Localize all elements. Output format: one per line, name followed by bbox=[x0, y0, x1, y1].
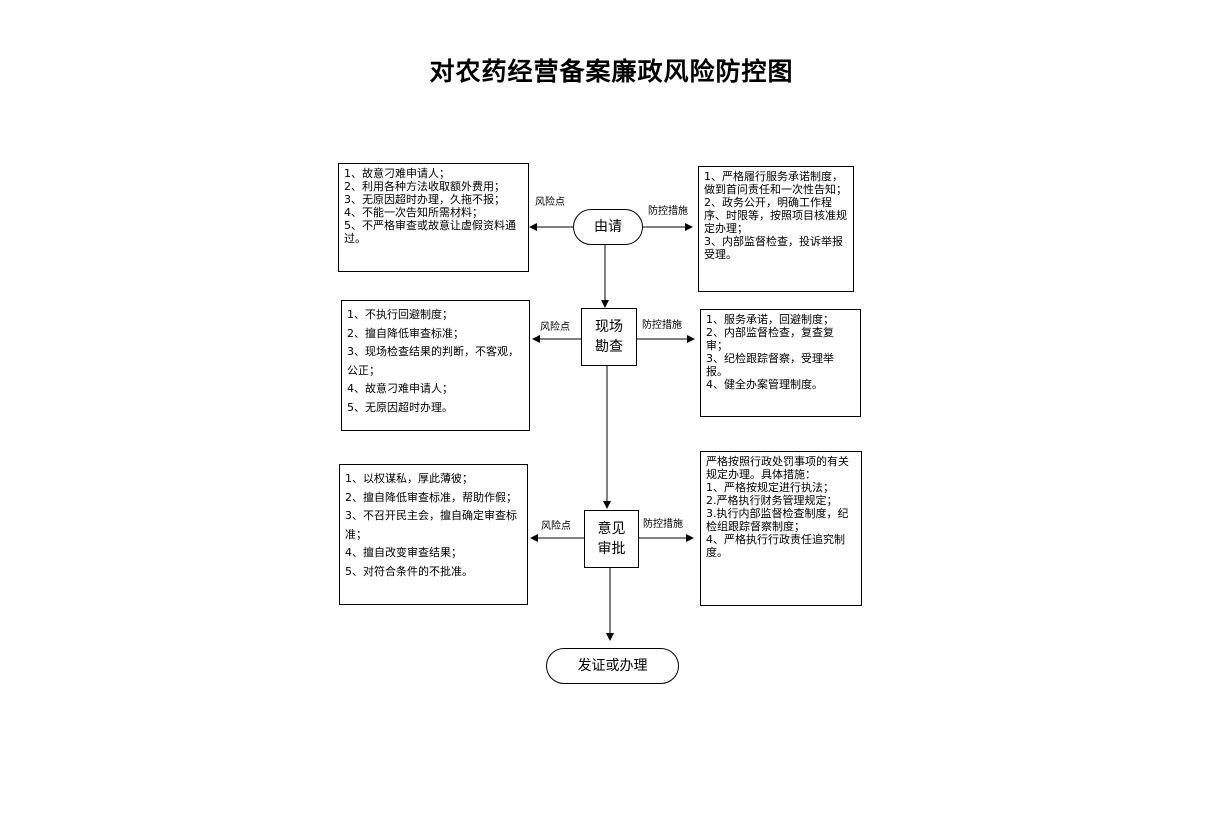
risk-item: 1、不执行回避制度； bbox=[347, 308, 453, 321]
risk-item: 2、擅自降低审查标准； bbox=[347, 326, 464, 340]
measure-box-approve: 严格按照行政处罚事项的有关规定办理。具体措施： 1、严格按规定进行执法； 2.严… bbox=[700, 451, 862, 606]
risk-item: 4、故意刁难申请人； bbox=[347, 382, 453, 395]
node-issue-line: 发证或办理 bbox=[577, 658, 648, 674]
node-inspect-line: 勘查 bbox=[595, 339, 623, 355]
risk-item: 5、对符合条件的不批准。 bbox=[345, 564, 473, 578]
risk-item: 1、故意刁难申请人； bbox=[344, 167, 450, 180]
measure-item: 1、服务承诺，回避制度； bbox=[706, 313, 834, 326]
node-approve: 意见 审批 bbox=[584, 510, 639, 568]
measure-item: 1、严格履行服务承诺制度，做到首问责任和一次性告知； bbox=[704, 170, 847, 196]
risk-item: 2、利用各种方法收取额外费用； bbox=[344, 180, 505, 193]
measure-item: 4、健全办案管理制度。 bbox=[706, 378, 823, 391]
measure-label-apply: 防控措施 bbox=[648, 206, 688, 217]
measure-item: 3、纪检跟踪督察，受理举报。 bbox=[706, 352, 834, 378]
risk-box-apply: 1、故意刁难申请人； 2、利用各种方法收取额外费用； 3、无原因超时办理，久拖不… bbox=[338, 163, 529, 272]
risk-item: 3、现场检查结果的判断，不客观，公正； bbox=[347, 345, 519, 377]
risk-box-approve: 1、以权谋私，厚此薄彼； 2、擅自降低审查标准，帮助作假； 3、不召开民主会，擅… bbox=[339, 464, 528, 605]
risk-item: 2、擅自降低审查标准，帮助作假； bbox=[345, 490, 517, 504]
measure-item: 1、严格按规定进行执法； bbox=[706, 481, 834, 494]
page-title: 对农药经营备案廉政风险防控图 bbox=[429, 57, 794, 86]
measure-box-inspect: 1、服务承诺，回避制度； 2、内部监督检查，复查复审； 3、纪检跟踪督察，受理举… bbox=[700, 309, 861, 417]
measure-item: 4、严格执行行政责任追究制度。 bbox=[706, 533, 845, 559]
measure-item: 3.执行内部监督检查制度，纪检组跟踪督察制度； bbox=[706, 507, 849, 533]
risk-label-approve: 风险点 bbox=[541, 521, 571, 532]
measure-item: 3、内部监督检查，投诉举报受理。 bbox=[704, 235, 843, 261]
measure-label-inspect: 防控措施 bbox=[642, 320, 682, 331]
measure-label-approve: 防控措施 bbox=[643, 519, 683, 530]
risk-item: 1、以权谋私，厚此薄彼； bbox=[345, 472, 473, 485]
risk-box-inspect: 1、不执行回避制度； 2、擅自降低审查标准； 3、现场检查结果的判断，不客观，公… bbox=[341, 300, 530, 431]
node-apply: 由请 bbox=[573, 209, 643, 245]
measure-item: 2、内部监督检查，复查复审； bbox=[706, 326, 834, 352]
risk-item: 3、不召开民主会，擅自确定审查标准； bbox=[345, 509, 517, 541]
measure-box-apply: 1、严格履行服务承诺制度，做到首问责任和一次性告知； 2、政务公开，明确工作程序… bbox=[698, 166, 854, 292]
node-apply-line: 由请 bbox=[594, 219, 622, 235]
risk-item: 4、不能一次告知所需材料； bbox=[344, 206, 483, 219]
risk-item: 5、无原因超时办理。 bbox=[347, 400, 453, 414]
risk-label-inspect: 风险点 bbox=[540, 322, 570, 333]
node-issue: 发证或办理 bbox=[546, 648, 679, 684]
risk-item: 4、擅自改变审查结果； bbox=[345, 546, 462, 559]
node-inspect-line: 现场 bbox=[595, 319, 623, 335]
node-inspect: 现场 勘查 bbox=[581, 308, 637, 366]
risk-item: 3、无原因超时办理，久拖不报； bbox=[344, 193, 505, 206]
node-approve-line: 审批 bbox=[597, 541, 626, 557]
risk-item: 5、不严格审查或故意让虚假资料通过。 bbox=[344, 219, 516, 245]
measure-item: 2、政务公开，明确工作程序、时限等，按照项目核准规定办理； bbox=[704, 196, 847, 235]
risk-label-apply: 风险点 bbox=[535, 197, 565, 208]
node-approve-line: 意见 bbox=[597, 521, 626, 537]
measure-item: 2.严格执行财务管理规定； bbox=[706, 494, 838, 507]
measure-item: 严格按照行政处罚事项的有关规定办理。具体措施： bbox=[706, 455, 849, 481]
